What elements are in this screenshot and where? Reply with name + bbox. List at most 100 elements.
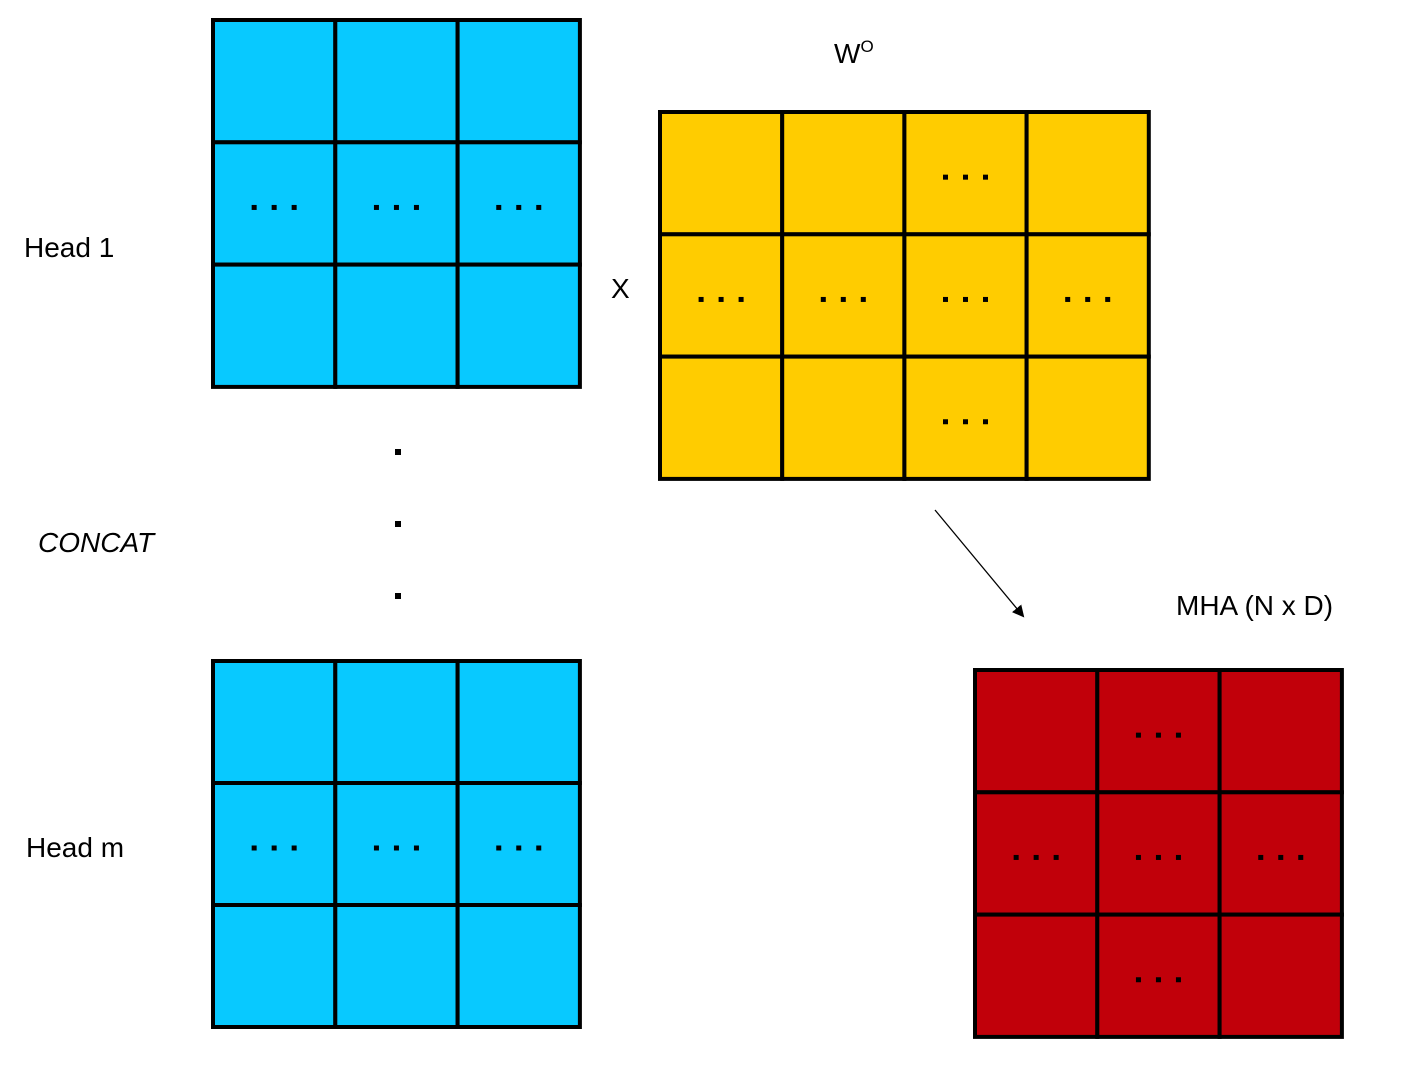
wo-label-base: W [834, 38, 861, 69]
ellipsis-dot [1135, 977, 1141, 983]
ellipsis-dot [536, 845, 542, 851]
matrix-cell [902, 110, 1029, 237]
head-1-matrix [211, 18, 582, 389]
matrix-cell [1217, 790, 1344, 917]
matrix-cell [211, 659, 338, 785]
matrix-cell [211, 262, 338, 389]
matrix-cell [658, 232, 785, 359]
matrix-cell [973, 790, 1100, 917]
ellipsis-dot [820, 296, 826, 302]
ellipsis-dot [943, 296, 948, 302]
matrix-cell [1217, 668, 1344, 795]
matrix-cell [455, 18, 582, 145]
ellipsis-dot [1065, 296, 1071, 302]
matrix-cell [211, 140, 338, 267]
mha-label: MHA (N x D) [1176, 590, 1334, 621]
ellipsis-dot [291, 845, 297, 851]
matrix-cell [455, 781, 582, 907]
matrix-cell [333, 903, 460, 1029]
ellipsis-dot [963, 296, 968, 302]
ellipsis-dot [943, 419, 948, 425]
ellipsis-dot [373, 204, 379, 210]
ellipsis-dot [1258, 854, 1264, 860]
ellipsis-dot [1278, 854, 1284, 860]
matrix-cell [973, 668, 1100, 795]
matrix-cell [780, 110, 907, 237]
matrix-cell [973, 912, 1100, 1039]
matrix-cell [333, 781, 460, 907]
ellipsis-dot [840, 296, 846, 302]
ellipsis-dot [983, 419, 988, 425]
ellipsis-dot [251, 204, 257, 210]
ellipsis-dot [1105, 296, 1111, 302]
matrix-cell [455, 140, 582, 267]
matrix-cell [1217, 912, 1344, 1039]
ellipsis-dot [1175, 977, 1181, 983]
matrix-cell [780, 354, 907, 481]
ellipsis-dot [271, 845, 277, 851]
ellipsis-dot [1085, 296, 1091, 302]
ellipsis-dot [943, 174, 948, 180]
ellipsis-dot [516, 204, 522, 210]
ellipsis-dot [413, 845, 419, 851]
ellipsis-dot [1135, 732, 1141, 738]
ellipsis-dot [1033, 854, 1039, 860]
ellipsis-dot [393, 845, 399, 851]
ellipsis-dot [496, 845, 502, 851]
ellipsis-dot [1155, 732, 1161, 738]
multiply-label: X [611, 273, 630, 304]
ellipsis-dot [738, 296, 744, 302]
head-m-label: Head m [26, 832, 125, 863]
mha-matrix [973, 668, 1344, 1039]
matrix-cell [333, 18, 460, 145]
wo-matrix [658, 110, 1151, 481]
matrix-cell [1024, 232, 1151, 359]
ellipsis-dot [1175, 854, 1181, 860]
vertical-dot [395, 449, 401, 455]
ellipsis-dot [698, 296, 704, 302]
matrix-cell [333, 262, 460, 389]
matrix-cell [1095, 912, 1222, 1039]
vertical-dot [395, 593, 401, 599]
ellipsis-dot [393, 204, 399, 210]
ellipsis-dot [1175, 732, 1181, 738]
matrix-cell [1024, 354, 1151, 481]
matrix-cell [211, 781, 338, 907]
ellipsis-dot [271, 204, 277, 210]
ellipsis-dot [291, 204, 297, 210]
ellipsis-dot [963, 419, 968, 425]
ellipsis-dot [1135, 854, 1141, 860]
matrix-cell [333, 659, 460, 785]
matrix-cell [902, 354, 1029, 481]
matrix-cell [455, 903, 582, 1029]
concat-label: CONCAT [38, 527, 155, 558]
matrix-cell [658, 354, 785, 481]
ellipsis-dot [963, 174, 968, 180]
ellipsis-dot [983, 296, 988, 302]
matrix-cell [211, 903, 338, 1029]
ellipsis-dot [1155, 854, 1161, 860]
matrix-cell [902, 232, 1029, 359]
matrix-cell [658, 110, 785, 237]
ellipsis-dot [373, 845, 379, 851]
ellipsis-dot [413, 204, 419, 210]
ellipsis-dot [496, 204, 502, 210]
matrix-cell [1095, 668, 1222, 795]
ellipsis-dot [1298, 854, 1304, 860]
ellipsis-dot [1053, 854, 1059, 860]
matrix-cell [1095, 790, 1222, 917]
wo-label-sup: O [860, 37, 874, 56]
matrix-cell [780, 232, 907, 359]
vertical-dot [395, 521, 401, 527]
ellipsis-dot [718, 296, 724, 302]
ellipsis-dot [983, 174, 988, 180]
matrix-cell [211, 18, 338, 145]
ellipsis-dot [536, 204, 542, 210]
ellipsis-dot [860, 296, 866, 302]
ellipsis-dot [251, 845, 257, 851]
matrix-cell [1024, 110, 1151, 237]
ellipsis-dot [1155, 977, 1161, 983]
ellipsis-dot [1013, 854, 1019, 860]
matrix-cell [455, 659, 582, 785]
